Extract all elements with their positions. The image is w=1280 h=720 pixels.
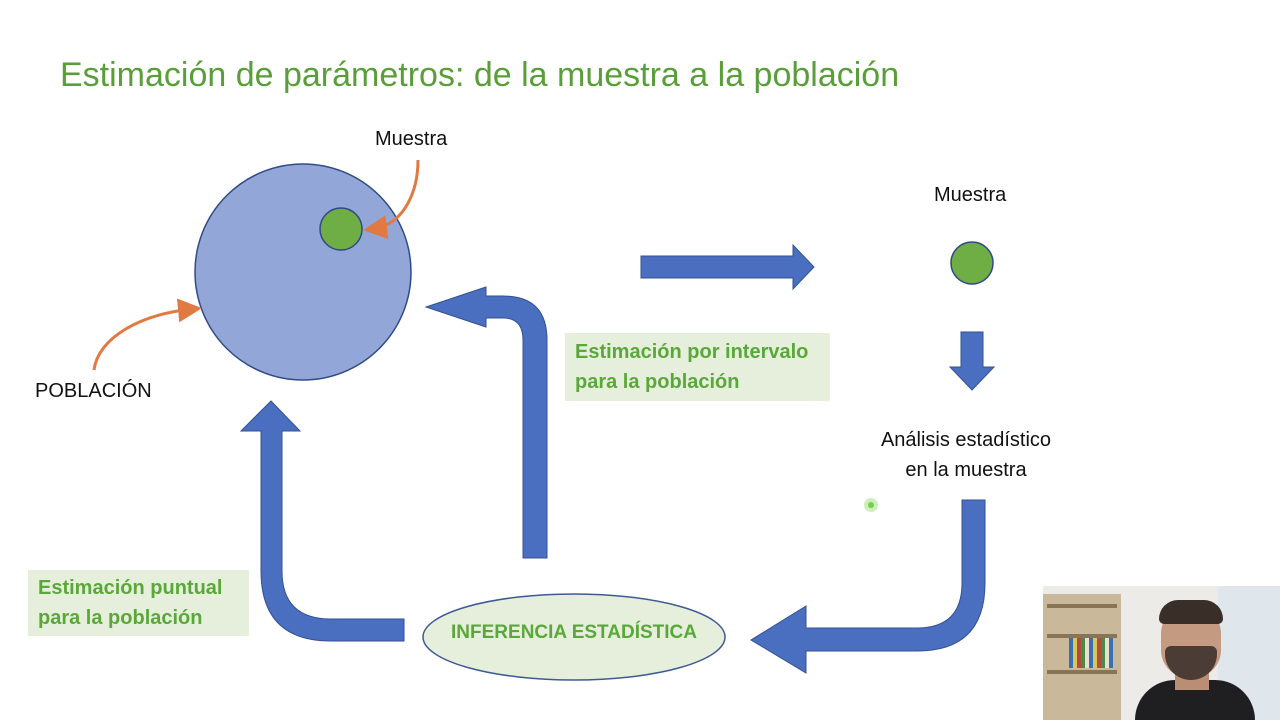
sample-in-population — [319, 207, 363, 251]
arrow-point-estimation — [239, 400, 405, 642]
population-circle — [194, 163, 412, 381]
label-muestra-top: Muestra — [375, 128, 448, 150]
slide-title: Estimación de parámetros: de la muestra … — [60, 56, 900, 94]
box-estimacion-puntual: Estimación puntual para la población — [28, 570, 249, 636]
box-puntual-line2: para la población — [38, 607, 203, 629]
sample-circle — [950, 241, 994, 285]
inference-label: INFERENCIA ESTADÍSTICA — [451, 622, 697, 643]
label-poblacion: POBLACIÓN — [35, 380, 152, 402]
pointer-arrow-muestra — [363, 159, 420, 240]
arrow-interval-estimation — [424, 286, 548, 559]
arrow-analysis-to-inference — [750, 499, 986, 674]
box-estimacion-intervalo: Estimación por intervalo para la poblaci… — [565, 333, 830, 401]
arrow-to-sample — [640, 243, 815, 291]
label-analisis-line2: en la muestra — [905, 459, 1027, 481]
box-intervalo-line1: Estimación por intervalo — [575, 341, 809, 363]
presenter-webcam — [1043, 586, 1280, 720]
pointer-arrow-poblacion — [92, 298, 202, 371]
label-analisis-line1: Análisis estadístico — [880, 429, 1052, 451]
box-intervalo-line2: para la población — [575, 371, 740, 393]
arrow-to-analysis — [948, 331, 996, 391]
label-muestra-right: Muestra — [934, 184, 1007, 206]
pointer-dot-core — [868, 502, 874, 508]
label-analisis: Análisis estadístico en la muestra — [866, 425, 1066, 485]
box-puntual-line1: Estimación puntual — [38, 577, 223, 599]
inference-ellipse — [422, 593, 726, 681]
